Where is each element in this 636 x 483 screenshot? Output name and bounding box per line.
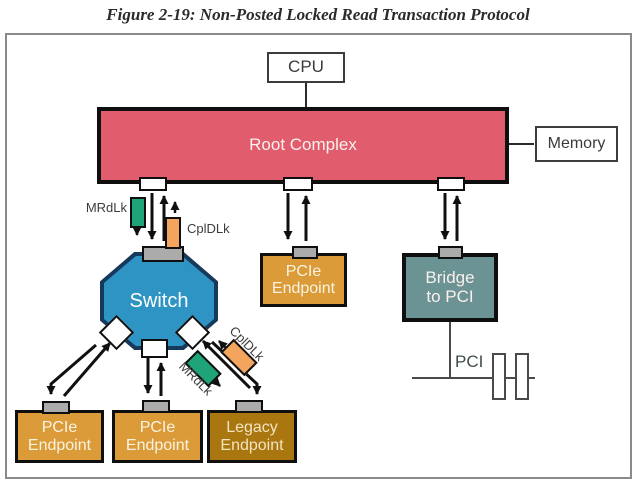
rc-port-2 [283, 177, 313, 191]
root-complex-box: Root Complex [97, 107, 509, 184]
legacy-endpoint-label: Legacy Endpoint [220, 419, 284, 454]
rc-port-3 [437, 177, 465, 191]
bridge-label: Bridge to PCI [425, 268, 475, 306]
switch-bottom-port [141, 339, 168, 358]
pcie-endpoint-center-label: PCIe Endpoint [271, 262, 336, 297]
mrdlk-label: MRdLk [85, 200, 127, 215]
pcie-endpoint-mid-box: PCIe Endpoint [112, 410, 203, 463]
pcie-endpoint-center-box: PCIe Endpoint [260, 253, 347, 307]
cpu-label: CPU [288, 57, 324, 77]
root-complex-label: Root Complex [249, 135, 357, 155]
cpldlk-label: CplDLk [187, 221, 230, 236]
pcie-endpoint-center-port [292, 246, 318, 259]
bridge-port [438, 246, 463, 259]
pcie-endpoint-left-label: PCIe Endpoint [27, 419, 92, 454]
bridge-box: Bridge to PCI [402, 253, 498, 322]
legacy-endpoint-box: Legacy Endpoint [207, 410, 297, 463]
pci-slot-2 [515, 353, 529, 400]
pci-slot-1 [492, 353, 506, 400]
cpu-box: CPU [267, 52, 345, 83]
figure-caption: Figure 2-19: Non-Posted Locked Read Tran… [106, 5, 530, 24]
pcie-endpoint-mid-port [142, 400, 170, 413]
pcie-endpoint-mid-label: PCIe Endpoint [125, 419, 190, 454]
rc-port-1 [139, 177, 167, 191]
pcie-endpoint-left-box: PCIe Endpoint [15, 410, 104, 463]
pcie-endpoint-left-port [42, 401, 70, 414]
switch-upstream-port [142, 246, 184, 262]
memory-label: Memory [547, 135, 606, 153]
cpldlk-packet [165, 217, 181, 249]
mrdlk-packet [130, 197, 146, 228]
switch-label: Switch [129, 289, 189, 312]
legacy-endpoint-port [235, 400, 263, 413]
memory-box: Memory [535, 126, 618, 162]
pci-bus-label: PCI [455, 352, 484, 371]
